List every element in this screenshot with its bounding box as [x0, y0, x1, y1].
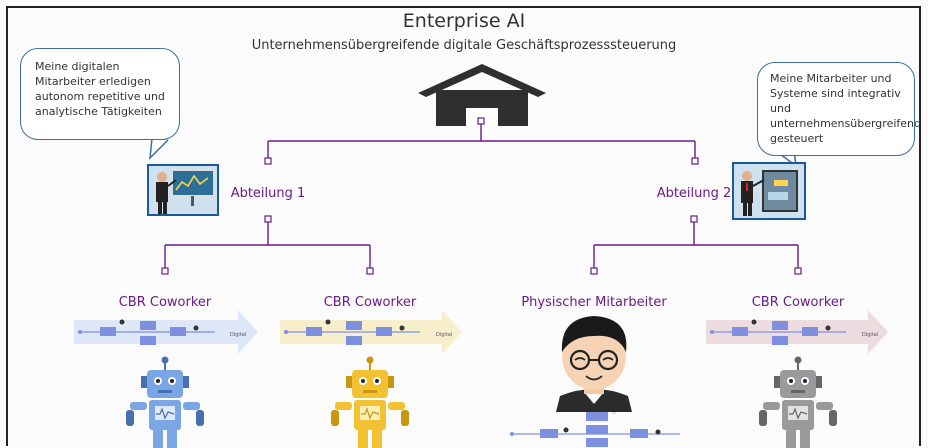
node-dept-2-bottom [690, 215, 698, 223]
process-flow-1-icon: Digital [74, 310, 258, 354]
presenter-left-icon [147, 164, 219, 216]
speech-bubble-right: Meine Mitarbeiter und Systeme sind integ… [757, 62, 921, 156]
org-connectors [164, 124, 799, 270]
bubble-left-line-2: Mitarbeiter erledigen [35, 75, 151, 88]
bubble-right-line-4: gesteuert [770, 132, 824, 145]
diagram-title: Enterprise AI [402, 10, 526, 32]
node-dept-1-top [264, 157, 272, 165]
node-worker-3 [590, 267, 598, 275]
bubble-right-line-2: Systeme sind integrativ und [770, 87, 901, 115]
department-2-label: Abteilung 2 [656, 186, 732, 201]
robot-yellow-icon [331, 356, 409, 448]
speech-bubble-left: Meine digitalen Mitarbeiter erledigen au… [20, 48, 180, 140]
node-dept-2-top [691, 157, 699, 165]
robot-blue-icon [126, 356, 204, 448]
node-worker-4 [794, 267, 802, 275]
node-worker-2 [366, 267, 374, 275]
presenter-right-icon [732, 162, 806, 220]
node-root [477, 117, 485, 125]
bubble-right-line-3: unternehmensübergreifend [770, 117, 921, 130]
house-icon [418, 64, 546, 126]
node-dept-1-bottom [264, 215, 272, 223]
svg-text:Digital: Digital [230, 332, 246, 338]
diagram-subtitle: Unternehmensübergreifende digitale Gesch… [251, 38, 677, 53]
bubble-tails [149, 137, 797, 168]
connector-nodes [161, 117, 802, 275]
bubble-right-line-1: Meine Mitarbeiter und [770, 72, 892, 85]
process-flow-2-icon: Digital [280, 310, 462, 354]
worker-4-label: CBR Coworker [751, 295, 845, 310]
process-flow-3-icon [510, 409, 680, 447]
svg-text:Digital: Digital [862, 332, 878, 338]
worker-1-label: CBR Coworker [118, 295, 212, 310]
robot-gray-icon [759, 356, 837, 448]
bubble-left-line-1: Meine digitalen [35, 60, 120, 73]
person-avatar-icon [556, 316, 632, 412]
worker-2-label: CBR Coworker [323, 295, 417, 310]
bubble-left-line-4: analytische Tätigkeiten [35, 105, 162, 118]
department-1-label: Abteilung 1 [230, 186, 306, 201]
bubble-left-line-3: autonom repetitive und [35, 90, 165, 103]
process-flow-4-icon: Digital [706, 310, 888, 354]
svg-text:Digital: Digital [436, 332, 452, 338]
node-worker-1 [161, 267, 169, 275]
worker-3-label: Physischer Mitarbeiter [521, 295, 667, 310]
